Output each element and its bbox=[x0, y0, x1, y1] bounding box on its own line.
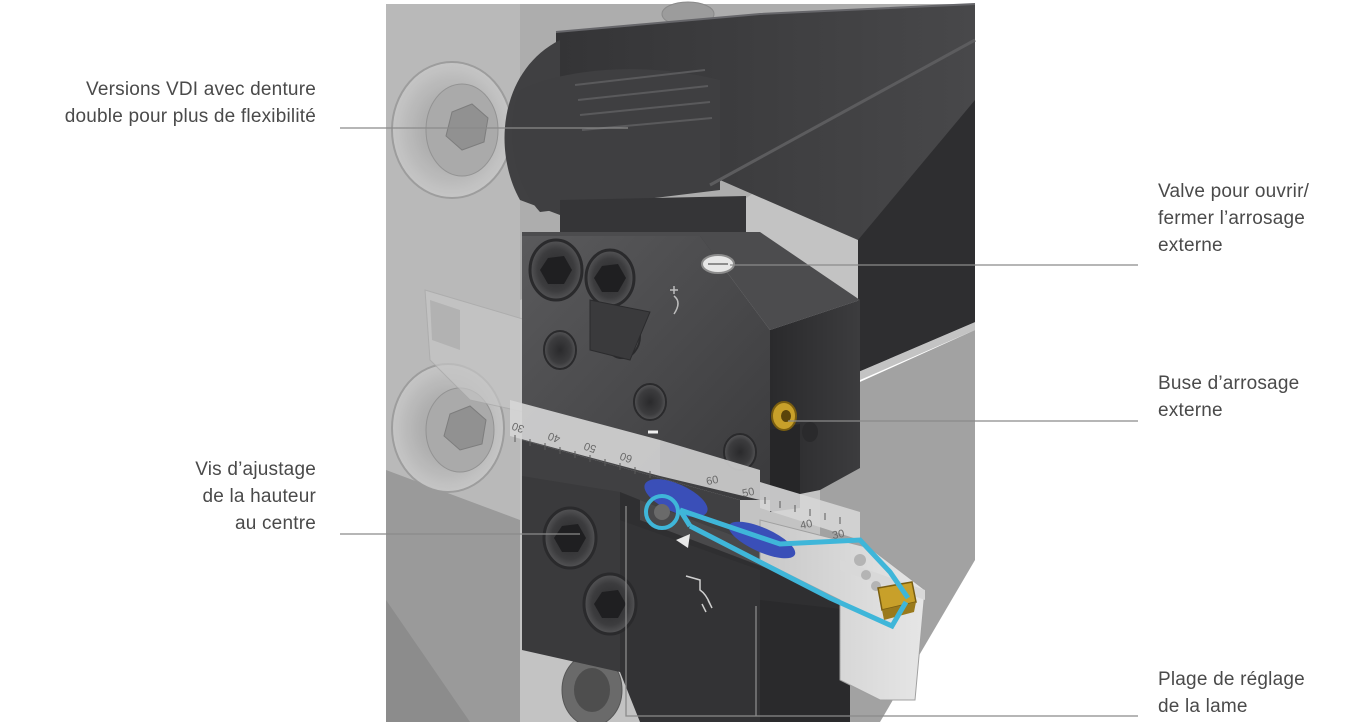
callout-vdi-line-1: Versions VDI avec denture bbox=[86, 79, 316, 100]
callout-valve-line-1: Valve pour ouvrir/ bbox=[1158, 181, 1310, 202]
scale-label-left-1: 30 bbox=[510, 419, 526, 434]
callout-height-line-3: au centre bbox=[234, 513, 316, 534]
callout-nozzle-line-1: Buse d’arrosage bbox=[1158, 373, 1300, 394]
leader-lines bbox=[340, 127, 1138, 717]
callout-blade-line-2: de la lame bbox=[1158, 696, 1248, 717]
scale-label-left-3: 50 bbox=[582, 439, 598, 454]
callout-height-line-2: de la hauteur bbox=[202, 486, 316, 507]
callout-height-screw: Vis d’ajustage de la hauteur au centre bbox=[195, 456, 316, 537]
callout-nozzle-line-2: externe bbox=[1158, 400, 1223, 421]
callout-vdi-line-2: double pour plus de flexibilité bbox=[64, 106, 316, 127]
callout-valve-line-2: fermer l’arrosage bbox=[1158, 208, 1306, 229]
coolant-valve bbox=[701, 254, 735, 274]
ghost-screw-bottom bbox=[561, 653, 623, 722]
callout-height-line-1: Vis d’ajustage bbox=[195, 459, 316, 480]
coolant-nozzle bbox=[771, 401, 818, 442]
callout-valve: Valve pour ouvrir/ fermer l’arrosage ext… bbox=[1158, 178, 1309, 259]
scale-label-left-2: 40 bbox=[546, 429, 562, 444]
scale-label-left-4: 60 bbox=[618, 449, 634, 464]
callout-vdi-versions: Versions VDI avec denture double pour pl… bbox=[65, 76, 316, 130]
callout-blade-range: Plage de réglage de la lame bbox=[1158, 666, 1305, 720]
callout-valve-line-3: externe bbox=[1158, 235, 1223, 256]
callout-coolant-nozzle: Buse d’arrosage externe bbox=[1158, 370, 1299, 424]
coolant-channel bbox=[644, 479, 911, 630]
rotation-symbol bbox=[670, 286, 679, 315]
scale-label-right-3: 40 bbox=[799, 518, 813, 532]
callout-blade-line-1: Plage de réglage bbox=[1158, 669, 1305, 690]
leader-blade-range bbox=[625, 506, 1138, 717]
body-screws bbox=[528, 238, 757, 471]
scale-band: 30 40 50 60 60 50 40 30 bbox=[510, 400, 860, 542]
ghost-clamp-upper bbox=[391, 61, 513, 199]
scale-label-right-2: 50 bbox=[741, 486, 755, 500]
vdi-head bbox=[504, 3, 976, 372]
scale-label-right-1: 60 bbox=[705, 474, 719, 488]
